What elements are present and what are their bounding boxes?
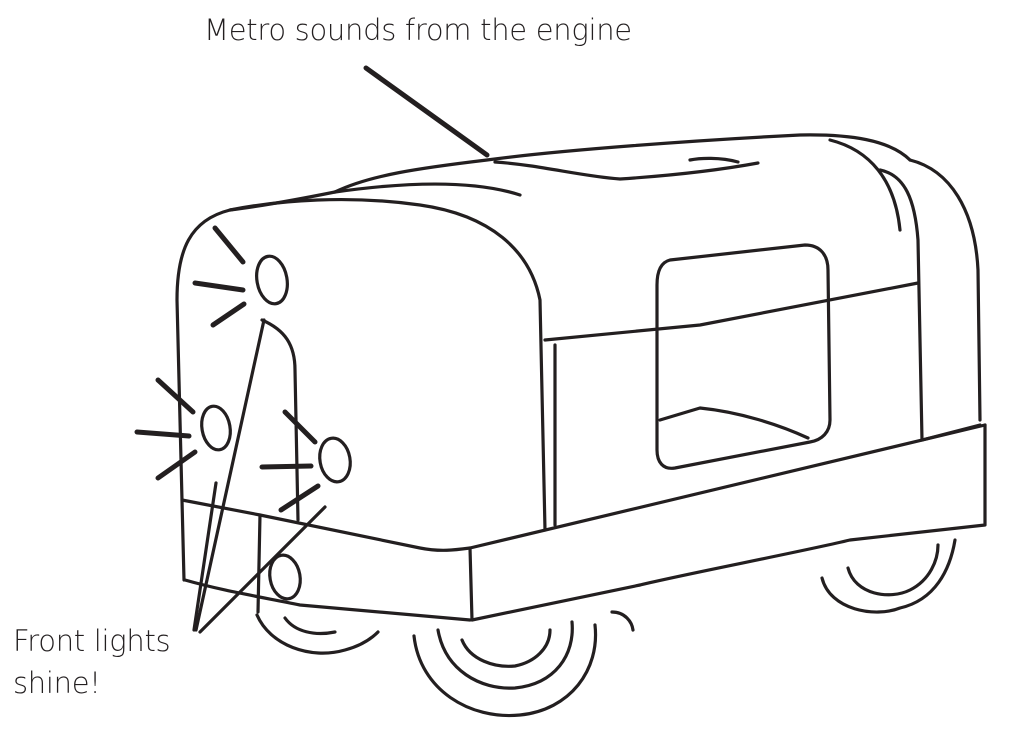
front-lights-label-line2: shine! <box>13 666 101 700</box>
lights-callout-lines <box>192 318 327 634</box>
front-lights-label: Front lights shine! <box>13 620 171 704</box>
engine-callout-line <box>363 65 490 158</box>
train-body <box>175 133 987 718</box>
light-rays <box>134 225 321 513</box>
front-lights-label-line1: Front lights <box>13 624 171 658</box>
engine-sound-label: Metro sounds from the engine <box>204 13 632 47</box>
